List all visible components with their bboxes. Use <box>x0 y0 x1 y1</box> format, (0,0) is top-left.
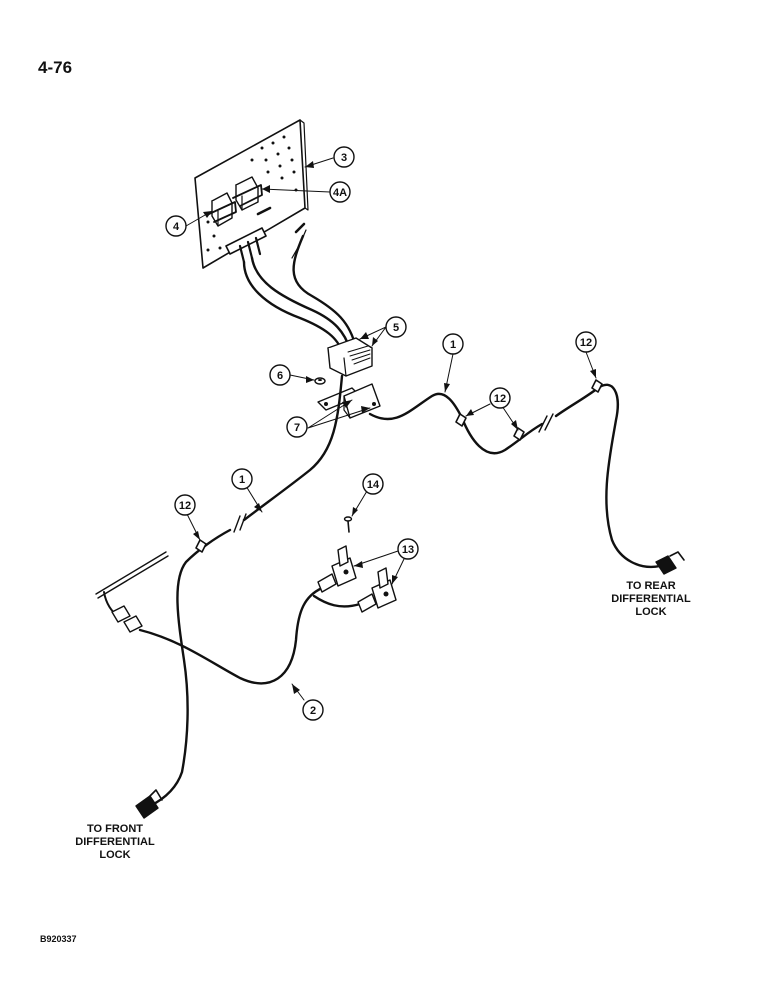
connector-block-5 <box>327 337 373 377</box>
callout-circle <box>269 364 291 386</box>
callout-label: 1 <box>239 474 245 486</box>
callout-circle <box>489 387 511 409</box>
callout-label: 12 <box>580 337 592 349</box>
nut-7 <box>314 377 326 385</box>
callout-label: 7 <box>294 422 300 434</box>
callout-label: 14 <box>367 479 380 491</box>
harness-trunk <box>242 234 358 354</box>
callout-2: 2 <box>302 699 324 721</box>
document-code: B920337 <box>40 934 77 944</box>
label-to-rear-differential-lock: TO REAR DIFFERENTIAL LOCK <box>596 580 706 619</box>
tie-strap-12 <box>455 379 603 441</box>
leader-arrowheads <box>193 161 596 694</box>
callout-circle <box>333 146 355 168</box>
solenoid-valve-13 <box>317 545 357 593</box>
callout-circle <box>286 416 308 438</box>
callout-7: 7 <box>286 416 308 438</box>
callout-4: 4 <box>165 215 187 237</box>
callout-circle <box>231 468 253 490</box>
callout-label: 12 <box>179 500 191 512</box>
callout-12: 12 <box>174 494 196 516</box>
callout-label: 3 <box>341 152 347 164</box>
solenoid-valve-13 <box>357 567 397 613</box>
harness-2 <box>138 586 362 685</box>
callout-label: 12 <box>494 393 506 405</box>
callout-label: 6 <box>277 370 283 382</box>
callout-circle <box>302 699 324 721</box>
page-number: 4-76 <box>38 58 73 77</box>
relay-4a <box>232 176 263 211</box>
break-mark <box>233 513 247 533</box>
connector-to-front-lock <box>135 789 163 819</box>
callout-label: 4 <box>173 221 180 233</box>
connector-to-rear-lock <box>655 551 685 575</box>
callout-12: 12 <box>489 387 511 409</box>
label-to-front-differential-lock: TO FRONT DIFFERENTIAL LOCK <box>60 823 170 862</box>
label-line: LOCK <box>99 849 131 861</box>
callout-5: 5 <box>385 316 407 338</box>
callout-circle <box>397 538 419 560</box>
callout-label: 13 <box>402 544 414 556</box>
callout-13: 13 <box>397 538 419 560</box>
existing-harness <box>95 551 169 633</box>
callout-1: 1 <box>231 468 253 490</box>
mounting-bracket-6 <box>317 383 381 419</box>
label-line: DIFFERENTIAL <box>611 593 691 605</box>
callout-circle <box>442 333 464 355</box>
callout-4a: 4A <box>329 181 351 203</box>
callout-3: 3 <box>333 146 355 168</box>
callout-circle <box>362 473 384 495</box>
callout-1: 1 <box>442 333 464 355</box>
break-mark <box>538 413 554 433</box>
harness-1-rear <box>368 383 662 569</box>
callout-circle <box>575 331 597 353</box>
label-line: TO REAR <box>626 580 676 592</box>
callout-label: 2 <box>310 705 316 717</box>
callout-circle <box>165 215 187 237</box>
label-line: DIFFERENTIAL <box>75 836 155 848</box>
callout-circle <box>329 181 351 203</box>
tie-strap-12 <box>195 539 207 553</box>
callout-12: 12 <box>575 331 597 353</box>
callout-label: 1 <box>450 339 456 351</box>
callout-14: 14 <box>362 473 384 495</box>
callout-label: 4A <box>333 187 347 199</box>
bolt-14 <box>343 516 353 533</box>
callout-circle <box>174 494 196 516</box>
callout-label: 5 <box>393 322 399 334</box>
label-line: LOCK <box>635 606 667 618</box>
callout-circle <box>385 316 407 338</box>
harness-1-front <box>148 374 344 808</box>
callout-6: 6 <box>269 364 291 386</box>
label-line: TO FRONT <box>86 823 143 835</box>
